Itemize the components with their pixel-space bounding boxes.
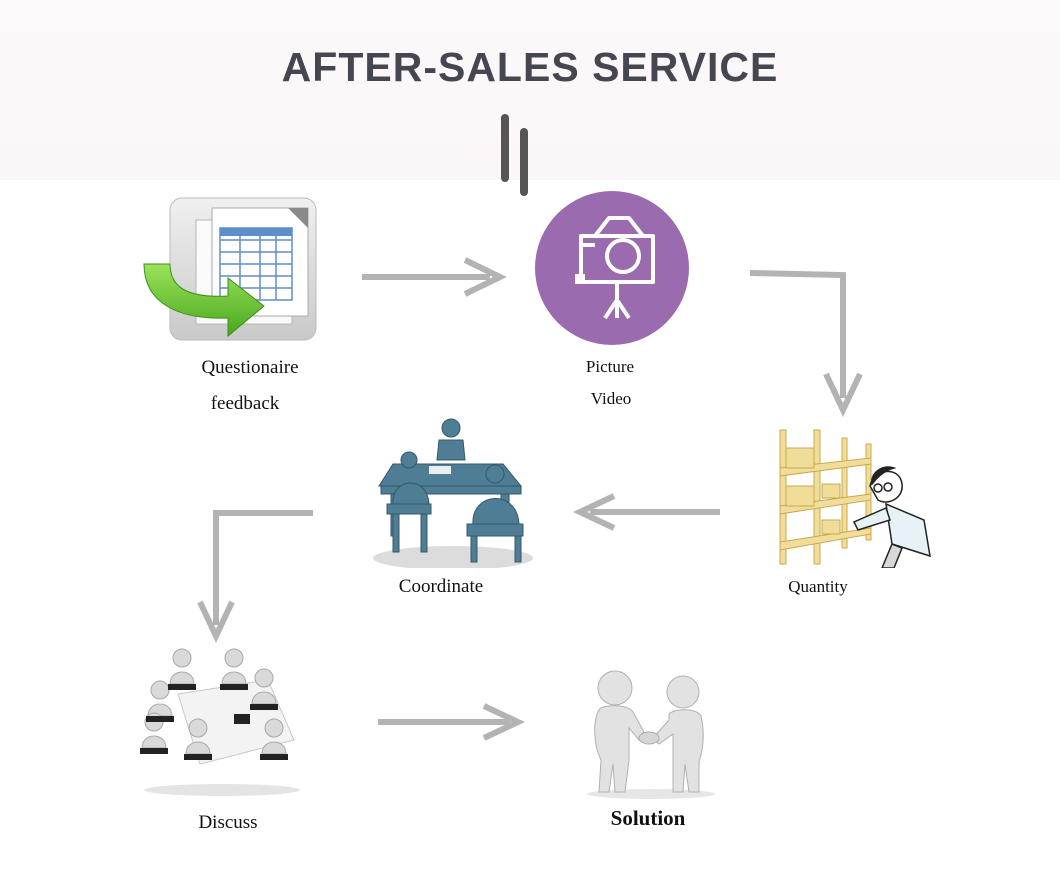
step-coordinate-label: Coordinate bbox=[398, 576, 484, 597]
step-solution-label: Solution bbox=[610, 806, 686, 830]
step-discuss-label: Discuss bbox=[198, 812, 258, 833]
camera-icon bbox=[535, 191, 689, 345]
meeting-icon bbox=[371, 408, 533, 568]
spreadsheet-icon bbox=[143, 197, 317, 341]
step-picture-label-1: Picture bbox=[585, 357, 635, 376]
step-quantity-label: Quantity bbox=[788, 577, 848, 596]
step-questionaire-label-1: Questionaire bbox=[201, 357, 299, 378]
step-picture-label-2: Video bbox=[590, 389, 632, 408]
arrow-picture-to-quantity bbox=[749, 270, 846, 398]
conference-table-icon bbox=[138, 644, 302, 796]
step-questionaire-label-2: feedback bbox=[210, 393, 280, 414]
arrow-coordinate-to-discuss bbox=[213, 510, 313, 625]
handshake-icon bbox=[587, 670, 715, 799]
arrow-quantity-to-coordinate-head bbox=[572, 493, 616, 531]
arrow-discuss-to-solution-head bbox=[482, 703, 526, 741]
page-title: AFTER-SALES SERVICE bbox=[281, 44, 779, 90]
warehouse-worker-icon bbox=[779, 429, 931, 568]
divider-bars-icon bbox=[501, 114, 528, 196]
arrow-coordinate-to-discuss-head bbox=[197, 600, 235, 644]
arrow-picture-to-quantity-head bbox=[823, 372, 863, 418]
arrow-questionaire-to-picture-head bbox=[463, 257, 507, 297]
header-band bbox=[0, 0, 1060, 180]
